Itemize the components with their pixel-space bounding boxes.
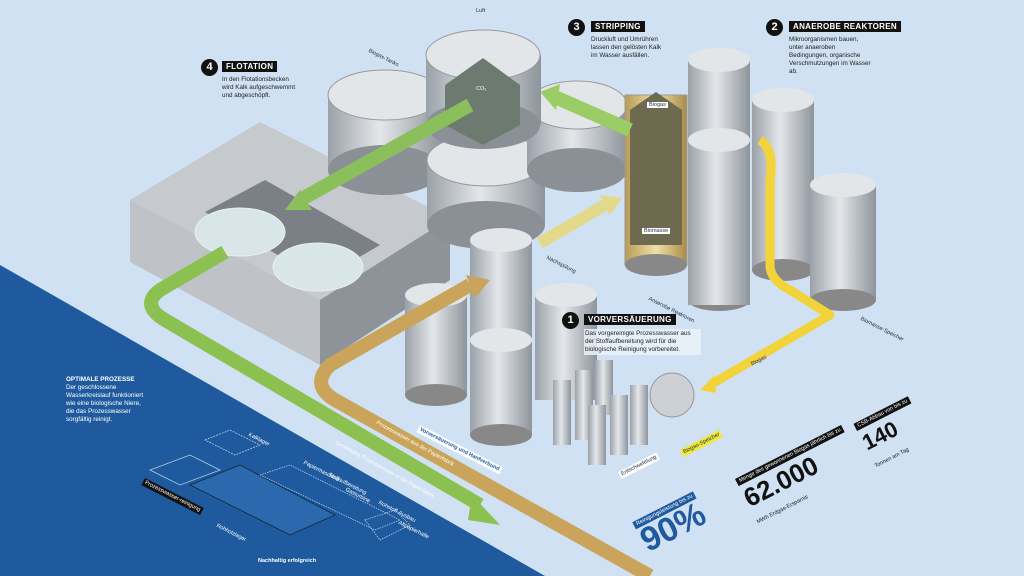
tan-arrow xyxy=(314,278,654,576)
step-3-number: 3 xyxy=(568,19,585,36)
step-2-title: ANAEROBE REAKTOREN xyxy=(789,21,901,32)
step-1-title: VORVERSÄUERUNG xyxy=(584,314,676,325)
step-4-text: In den Flotationsbecken wird Kalk aufges… xyxy=(222,76,296,99)
step-4-number: 4 xyxy=(201,59,218,76)
tanks xyxy=(327,29,876,465)
label-biomasse: Biomasse xyxy=(642,228,671,234)
label-co2: CO₂ xyxy=(476,86,487,92)
step-3-text: Druckluft und Umrühren lassen den gelöst… xyxy=(591,36,662,59)
site-map xyxy=(149,429,411,541)
step-4-title: FLOTATION xyxy=(222,61,278,72)
stripping-arrow xyxy=(552,90,633,137)
info-text: Der geschlossene Wasserkreislauf funktio… xyxy=(66,384,144,423)
step-1-text: Das vorgereinigte Prozesswasser aus der … xyxy=(584,329,701,355)
map-area xyxy=(0,265,545,576)
flow-arrows xyxy=(144,84,835,576)
lightgreen-arrow xyxy=(296,98,474,207)
green-arrow-out xyxy=(144,245,484,512)
step-1-number: 1 xyxy=(562,312,579,329)
step-2-text: Mikroorganismen bauen, unter anaeroben B… xyxy=(789,36,871,75)
map-title: Nachhaltig erfolgreich xyxy=(258,558,317,564)
label-luft: Luft xyxy=(476,8,486,14)
step-2-number: 2 xyxy=(766,19,783,36)
info-title: OPTIMALE PROZESSE xyxy=(66,376,135,383)
step-3-title: STRIPPING xyxy=(591,21,645,32)
biogas-storage-sphere xyxy=(649,372,695,418)
vorvers-arrow xyxy=(536,199,609,249)
biogas-arrow xyxy=(707,136,835,389)
label-biogas: Biogas xyxy=(647,102,668,108)
flotation-building xyxy=(130,122,450,365)
